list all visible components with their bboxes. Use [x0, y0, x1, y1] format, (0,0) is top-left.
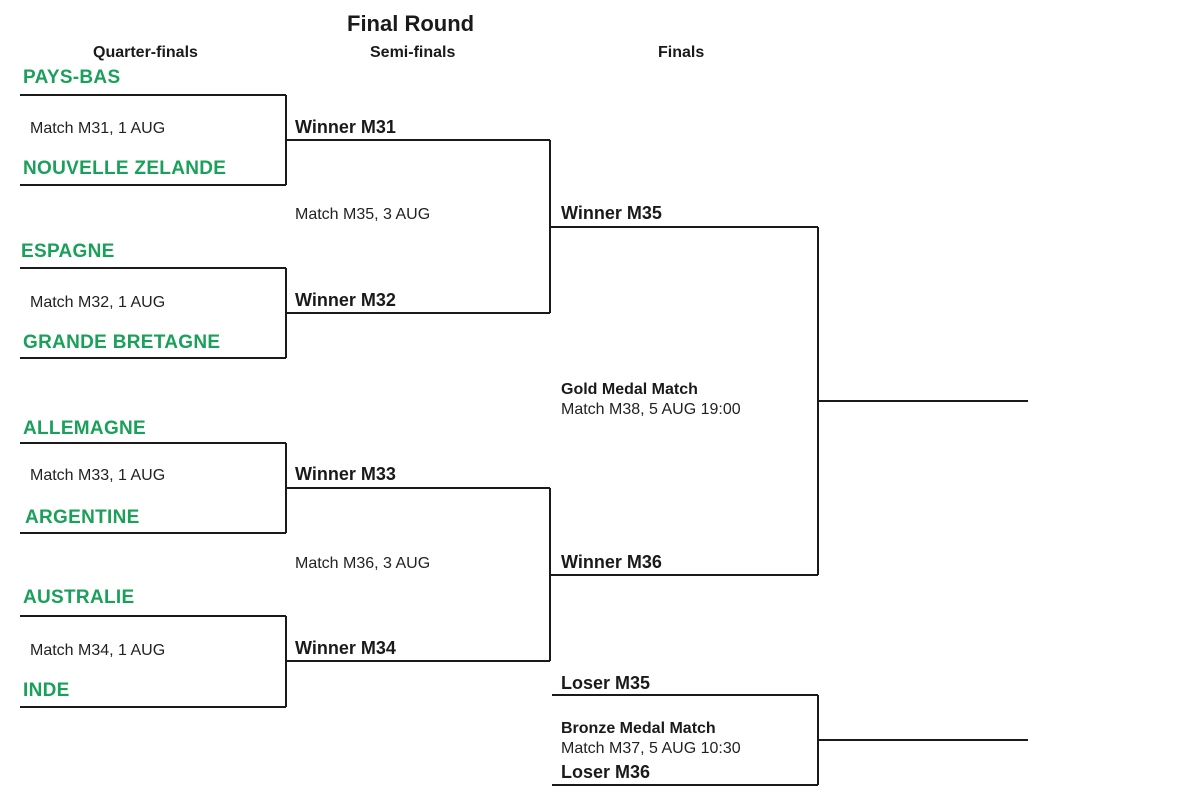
page-title: Final Round	[347, 11, 475, 36]
sf2-slot-b: Winner M34	[295, 638, 396, 658]
sf1-slot-b: Winner M32	[295, 290, 396, 310]
qf4-team-a: AUSTRALIE	[23, 587, 135, 608]
header-finals: Finals	[658, 44, 705, 61]
qf3-team-b: ARGENTINE	[25, 507, 140, 528]
qf2-team-a: ESPAGNE	[21, 241, 115, 262]
qf2-match-info: Match M32, 1 AUG	[30, 294, 166, 311]
sf1-match-info: Match M35, 3 AUG	[295, 206, 431, 223]
qf1-team-b: NOUVELLE ZELANDE	[23, 158, 227, 179]
sf2-match-info: Match M36, 3 AUG	[295, 555, 431, 572]
qf1-team-a: PAYS-BAS	[23, 67, 121, 88]
bronze-medal-label: Bronze Medal Match	[561, 720, 716, 737]
sf2-slot-a: Winner M33	[295, 464, 396, 484]
bronze-slot-b: Loser M36	[561, 762, 651, 782]
sf1-slot-a: Winner M31	[295, 117, 396, 137]
bronze-slot-a: Loser M35	[561, 673, 651, 693]
gold-slot-b: Winner M36	[561, 552, 662, 572]
qf2-team-b: GRANDE BRETAGNE	[23, 332, 221, 353]
qf3-team-a: ALLEMAGNE	[23, 418, 147, 439]
gold-slot-a: Winner M35	[561, 203, 662, 223]
qf3-match-info: Match M33, 1 AUG	[30, 467, 166, 484]
qf1-match-info: Match M31, 1 AUG	[30, 120, 166, 137]
qf4-team-b: INDE	[23, 680, 70, 701]
header-quarter-finals: Quarter-finals	[93, 44, 198, 61]
qf4-match-info: Match M34, 1 AUG	[30, 642, 166, 659]
gold-medal-label: Gold Medal Match	[561, 381, 698, 398]
header-semi-finals: Semi-finals	[370, 44, 456, 61]
gold-match-info: Match M38, 5 AUG 19:00	[561, 401, 741, 418]
bronze-match-info: Match M37, 5 AUG 10:30	[561, 740, 741, 757]
